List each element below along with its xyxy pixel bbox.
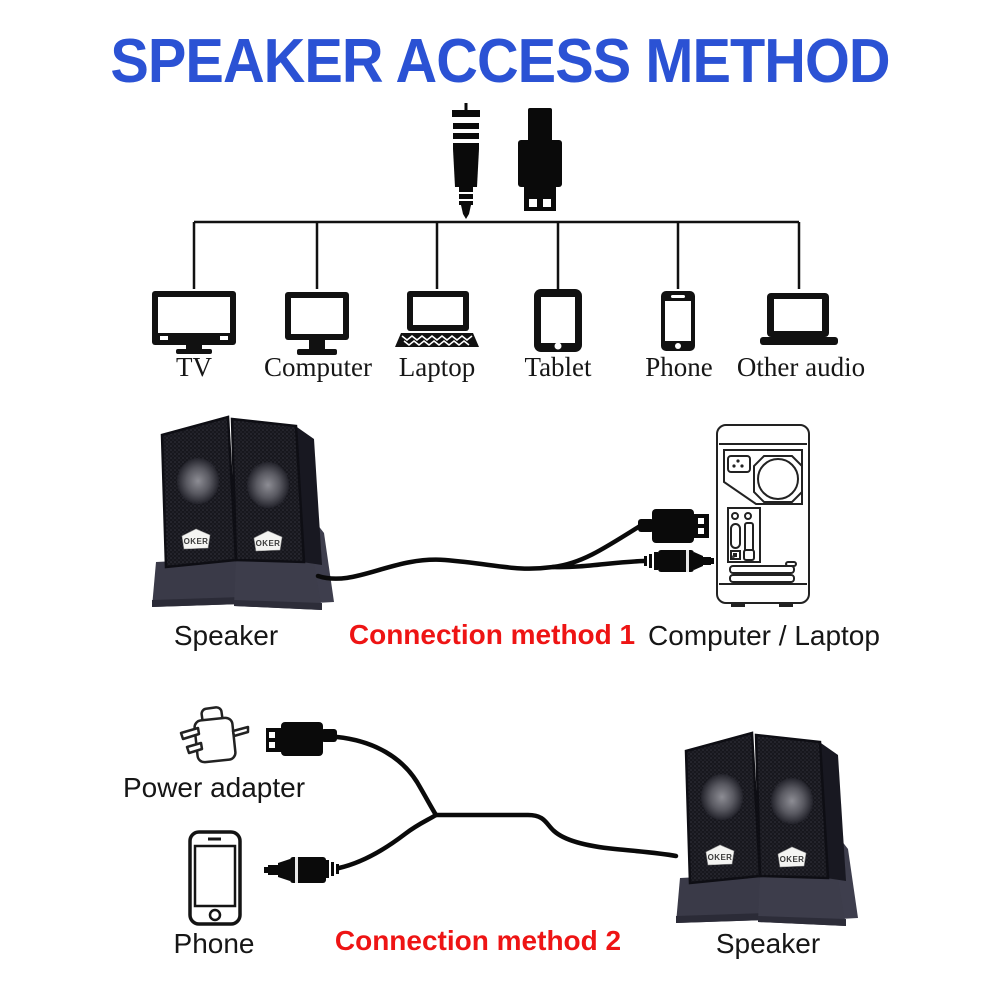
connection-tree-lines: [192, 220, 801, 289]
pc-tower-rear-icon: [716, 424, 810, 607]
audio-jack-icon: [452, 103, 480, 219]
method2-power-adapter-label: Power adapter: [122, 772, 306, 803]
device-label-phone: Phone: [645, 352, 713, 382]
method2-cable: [334, 734, 679, 871]
method1-usb-plug-icon: [638, 509, 709, 543]
device-label-laptop: Laptop: [398, 352, 476, 382]
device-label-computer: Computer: [264, 352, 372, 382]
smartphone-outline-icon: [188, 830, 242, 926]
tablet-icon: [534, 289, 582, 352]
method1-audio-jack-icon: [644, 550, 714, 572]
device-label-tv: TV: [176, 352, 212, 382]
desktop-monitor-icon: [285, 292, 349, 355]
usb-plug-icon: [518, 108, 562, 211]
laptop-audio-icon: [760, 293, 838, 345]
method1-speaker-label: Speaker: [173, 620, 279, 651]
method2-title: Connection method 2: [334, 925, 622, 956]
method2-audio-jack-icon: [264, 857, 339, 883]
method1-target-label: Computer / Laptop: [648, 620, 880, 651]
method2-phone-label: Phone: [173, 928, 255, 959]
device-label-other-audio: Other audio: [736, 352, 866, 382]
power-adapter-icon: [179, 706, 250, 764]
laptop-icon: [395, 291, 479, 347]
speaker-pair-photo-right: [674, 731, 860, 928]
method2-usb-plug-icon: [266, 722, 337, 756]
smartphone-icon: [661, 291, 695, 351]
speaker-pair-photo-left: [150, 415, 336, 612]
page-title: SPEAKER ACCESS METHOD: [110, 27, 890, 96]
method1-cable: [315, 523, 647, 581]
method2-speaker-label: Speaker: [715, 928, 821, 959]
method1-title: Connection method 1: [348, 619, 636, 650]
device-label-tablet: Tablet: [524, 352, 592, 382]
tv-icon: [152, 291, 236, 354]
